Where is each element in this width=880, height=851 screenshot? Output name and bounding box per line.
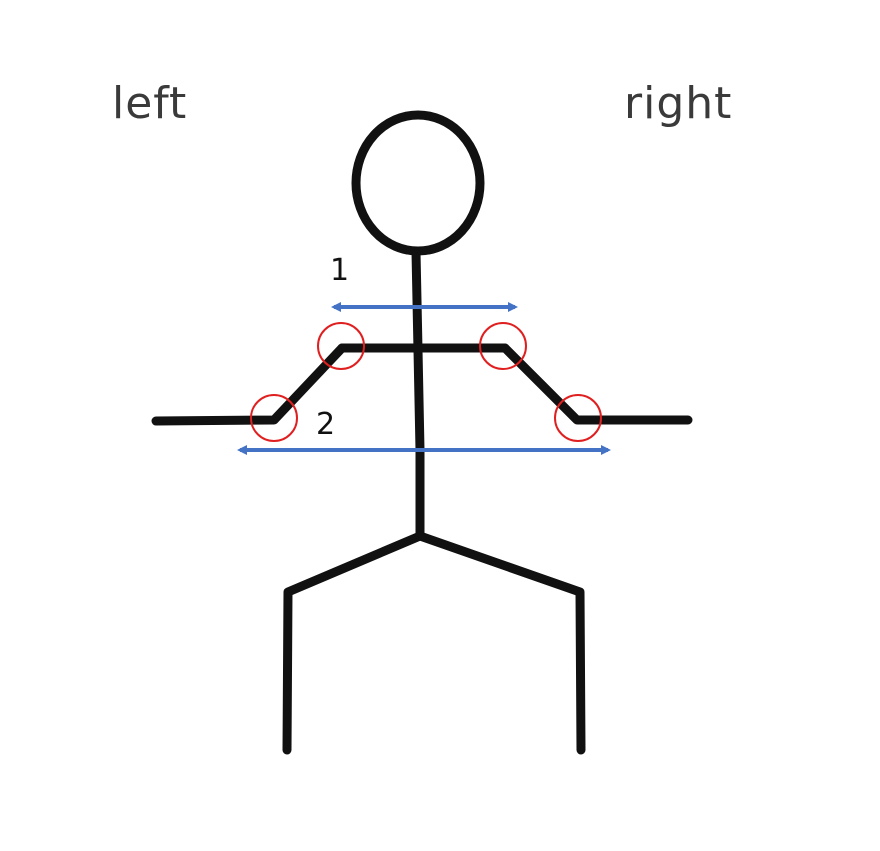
distance-label-2: 2 — [316, 407, 336, 442]
left-leg — [282, 531, 425, 755]
circle-marker-icon — [554, 394, 602, 442]
circle-marker-icon — [317, 322, 365, 370]
left-arm — [151, 343, 347, 426]
distance-label-1: 1 — [330, 253, 350, 288]
right-label: right — [624, 78, 733, 129]
circle-marker-icon — [479, 322, 527, 370]
circle-marker-icon — [250, 394, 298, 442]
spine — [411, 247, 425, 541]
head — [351, 110, 485, 256]
left-label: left — [112, 78, 188, 129]
right-arm — [500, 343, 693, 425]
right-leg — [415, 531, 586, 755]
